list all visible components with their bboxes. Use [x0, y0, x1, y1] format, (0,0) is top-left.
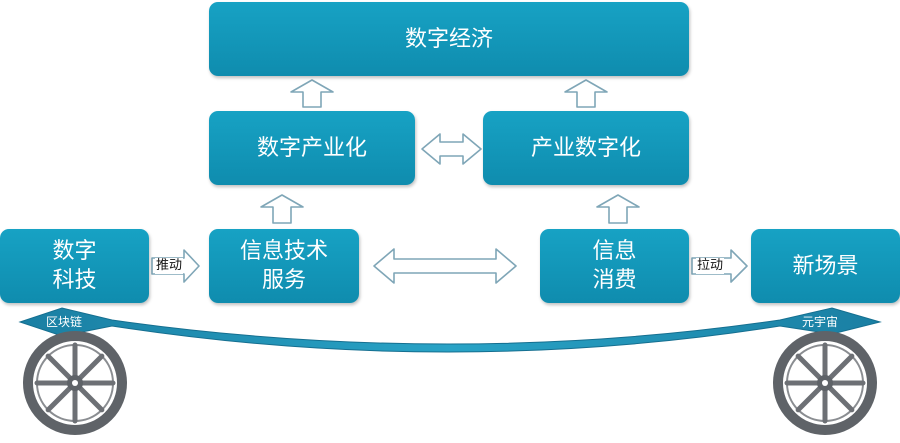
- node-info-consumption: 信息 消费: [540, 229, 689, 303]
- double-arrow-icon: [421, 133, 482, 165]
- node-digital-industrialization: 数字产业化: [209, 111, 415, 185]
- wheel-icon: [23, 331, 127, 435]
- up-arrow-icon: [564, 79, 608, 108]
- ribbon-label-metaverse: 元宇宙: [801, 315, 838, 329]
- node-new-scenarios: 新场景: [751, 229, 900, 303]
- ribbon-label-blockchain: 区块链: [45, 315, 82, 329]
- edge-label-push: 推动: [155, 258, 184, 274]
- ribbon-band: [18, 307, 882, 353]
- node-industrial-digitalization: 产业数字化: [483, 111, 689, 185]
- wheel-icon: [773, 331, 877, 435]
- node-digital-tech: 数字 科技: [0, 229, 149, 303]
- node-digital-economy: 数字经济: [209, 2, 689, 76]
- node-it-services: 信息技术 服务: [209, 229, 359, 303]
- up-arrow-icon: [260, 194, 304, 224]
- edge-label-pull: 拉动: [696, 258, 725, 274]
- double-arrow-icon: [373, 248, 517, 284]
- up-arrow-icon: [290, 79, 334, 108]
- up-arrow-icon: [596, 194, 640, 224]
